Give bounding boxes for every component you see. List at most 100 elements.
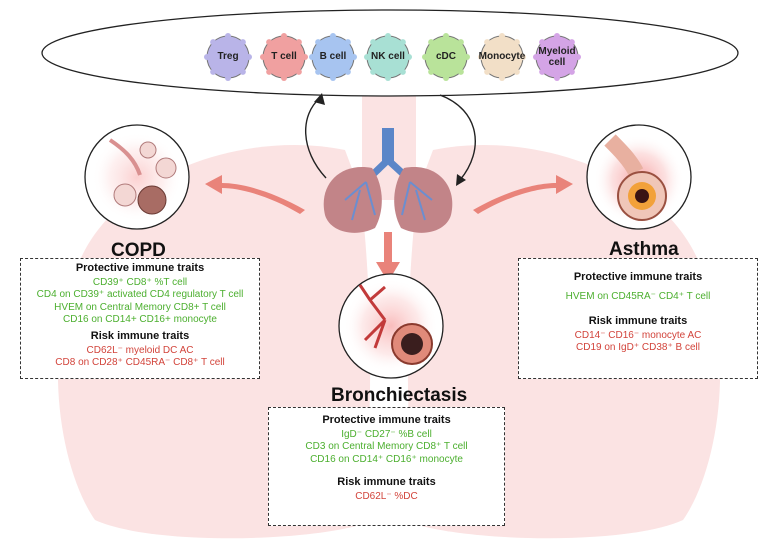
cell-membrane-bump bbox=[266, 68, 273, 75]
cell-membrane-bump bbox=[330, 75, 336, 81]
cell-membrane-bump bbox=[210, 39, 217, 46]
cell-membrane-bump bbox=[260, 54, 266, 60]
cell-membrane-bump bbox=[344, 68, 351, 75]
copd-protective-trait: HVEM on Central Memory CD8+ T cell bbox=[54, 301, 226, 313]
cell-membrane-bump bbox=[225, 75, 231, 81]
copd-protective-list: CD39⁺ CD8⁺ %T cell CD4 on CD39⁺ activate… bbox=[21, 277, 259, 327]
pink-arrows bbox=[205, 175, 573, 282]
bronchiectasis-trait-box: Protective immune traits IgD⁻ CD27⁻ %B c… bbox=[268, 407, 505, 526]
arrow-up-left bbox=[305, 97, 327, 179]
bronchiectasis-risk-heading: Risk immune traits bbox=[337, 476, 436, 489]
asthma-protective-heading: Protective immune traits bbox=[573, 271, 703, 283]
bronchiectasis-protective-trait: IgD⁻ CD27⁻ %B cell bbox=[341, 428, 432, 440]
cell-membrane-bump bbox=[428, 68, 435, 75]
cell-membrane-bump bbox=[315, 68, 322, 75]
cell-membrane-bump bbox=[210, 68, 217, 75]
cell-membrane-bump bbox=[344, 39, 351, 46]
copd-risk-trait: CD8 on CD28⁺ CD45RA⁻ CD8⁺ T cell bbox=[55, 357, 225, 369]
asthma-risk-trait: CD19 on IgD⁺ CD38⁺ B cell bbox=[576, 342, 700, 354]
cell-membrane-bump bbox=[499, 33, 505, 39]
cell-membrane-bump bbox=[399, 39, 406, 46]
bronchiectasis-title: Bronchiectasis bbox=[331, 385, 468, 406]
cell-membrane-bump bbox=[539, 68, 546, 75]
asthma-illustration bbox=[586, 124, 692, 230]
cell-membrane-bump bbox=[539, 39, 546, 46]
arrow-down-right bbox=[439, 94, 476, 181]
bronchiectasis-illustration bbox=[338, 273, 444, 379]
cell-membrane-bump bbox=[246, 54, 252, 60]
cell-membrane-bump bbox=[568, 39, 575, 46]
cell-membrane-bump bbox=[370, 39, 377, 46]
cell-membrane-bump bbox=[309, 54, 315, 60]
arrow-down-right-head bbox=[456, 174, 466, 186]
cell-membrane-bump bbox=[457, 68, 464, 75]
cell-membrane-bump bbox=[385, 33, 391, 39]
cell-membrane-bump bbox=[428, 39, 435, 46]
copd-illustration bbox=[84, 124, 190, 230]
cell-membrane-bump bbox=[302, 54, 308, 60]
bronchiectasis-protective-trait: CD3 on Central Memory CD8⁺ T cell bbox=[305, 441, 468, 453]
cell-label: NK cell bbox=[371, 51, 405, 62]
cell-membrane-bump bbox=[239, 68, 246, 75]
copd-protective-trait: CD39⁺ CD8⁺ %T cell bbox=[92, 276, 188, 288]
asthma-risk-trait: CD14⁻ CD16⁻ monocyte AC bbox=[574, 329, 702, 341]
cell-label: T cell bbox=[271, 51, 297, 62]
bronchiectasis-risk-list: CD62L⁻ %DC bbox=[269, 491, 504, 504]
cell-membrane-bump bbox=[330, 33, 336, 39]
copd-protective-trait: CD16 on CD14+ CD16+ monocyte bbox=[63, 314, 217, 326]
cell-membrane-bump bbox=[484, 68, 491, 75]
cell-membrane-bump bbox=[239, 39, 246, 46]
cell-membrane-bump bbox=[513, 68, 520, 75]
cell-membrane-bump bbox=[281, 75, 287, 81]
cell-label: cDC bbox=[435, 51, 456, 62]
cell-membrane-bump bbox=[364, 54, 370, 60]
cell-membrane-bump bbox=[464, 54, 470, 60]
asthma-title: Asthma bbox=[609, 239, 679, 260]
cell-membrane-bump bbox=[315, 39, 322, 46]
cell-membrane-bump bbox=[204, 54, 210, 60]
bronchiectasis-protective-trait: CD16 on CD14⁺ CD16⁺ monocyte bbox=[310, 453, 463, 465]
cell-label: Treg bbox=[217, 51, 239, 62]
asthma-protective-trait: HVEM on CD45RA⁻ CD4⁺ T cell bbox=[565, 290, 711, 302]
arrow-to-copd bbox=[205, 175, 305, 214]
cell-membrane-bump bbox=[225, 33, 231, 39]
curved-arrows bbox=[305, 94, 476, 181]
cell-membrane-bump bbox=[568, 68, 575, 75]
cell-membrane-bump bbox=[554, 33, 560, 39]
cell-membrane-bump bbox=[281, 33, 287, 39]
copd-risk-heading: Risk immune traits bbox=[90, 329, 190, 342]
arrow-to-bronchiectasis-head bbox=[376, 262, 400, 282]
cell-membrane-bump bbox=[370, 68, 377, 75]
copd-protective-trait: CD4 on CD39⁺ activated CD4 regulatory T … bbox=[36, 289, 244, 301]
cell-label: B cell bbox=[319, 51, 347, 62]
cell-membrane-bump bbox=[443, 33, 449, 39]
cell-membrane-bump bbox=[266, 39, 273, 46]
copd-protective-heading: Protective immune traits bbox=[75, 262, 205, 274]
cell-membrane-bump bbox=[422, 54, 428, 60]
arrow-up-left-head bbox=[314, 93, 325, 105]
copd-title: COPD bbox=[111, 240, 166, 261]
cell-membrane-bump bbox=[443, 75, 449, 81]
copd-trait-box: Protective immune traits CD39⁺ CD8⁺ %T c… bbox=[20, 258, 260, 379]
cell-membrane-bump bbox=[520, 54, 526, 60]
cell-membrane-bump bbox=[295, 39, 302, 46]
cell-membrane-bump bbox=[457, 39, 464, 46]
asthma-protective-list: HVEM on CD45RA⁻ CD4⁺ T cell bbox=[519, 291, 757, 304]
cell-membrane-bump bbox=[499, 75, 505, 81]
cell-membrane-bump bbox=[533, 54, 539, 60]
cell-membrane-bump bbox=[351, 54, 357, 60]
arrow-to-bronchiectasis-shaft bbox=[384, 232, 392, 264]
cell-membrane-bump bbox=[385, 75, 391, 81]
bronchiectasis-risk-trait: CD62L⁻ %DC bbox=[355, 490, 418, 502]
immune-cells bbox=[204, 33, 581, 81]
cell-membrane-bump bbox=[554, 75, 560, 81]
bronchiectasis-protective-list: IgD⁻ CD27⁻ %B cell CD3 on Central Memory… bbox=[269, 429, 504, 467]
cell-membrane-bump bbox=[478, 54, 484, 60]
asthma-risk-list: CD14⁻ CD16⁻ monocyte AC CD19 on IgD⁺ CD3… bbox=[519, 330, 757, 355]
asthma-risk-heading: Risk immune traits bbox=[588, 315, 688, 328]
asthma-trait-box: Protective immune traits HVEM on CD45RA⁻… bbox=[518, 258, 758, 379]
cell-membrane-bump bbox=[513, 39, 520, 46]
cell-label: Monocyte bbox=[478, 51, 526, 62]
copd-risk-list: CD62L⁻ myeloid DC AC CD8 on CD28⁺ CD45RA… bbox=[21, 345, 259, 370]
